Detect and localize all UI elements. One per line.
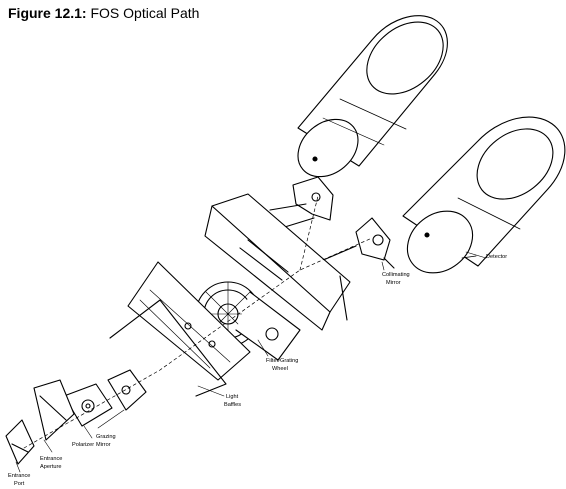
label-entrance-port-1: Entrance [8,473,30,479]
light-baffles [109,261,251,397]
label-grazing-mirror-1: Grazing [96,434,116,440]
callout-labels: Detector Collimating Mirror Filter/Grati… [8,254,507,487]
label-collimating-mirror-1: Collimating [382,272,410,278]
label-polarizer: Polarizer [72,442,94,448]
entrance-port [5,419,35,465]
figure-title: FOS Optical Path [90,5,200,21]
label-entrance-aperture-1: Entrance [40,456,62,462]
lower-detector-cylinder [402,116,566,274]
polarizer [63,383,113,427]
optical-bench-plate [204,193,351,331]
label-entrance-port-2: Port [14,481,25,487]
leader-lines [15,251,487,473]
label-grazing-mirror-2: Mirror [96,442,111,448]
optical-path-line [23,195,373,449]
label-light-baffles-2: Baffles [224,402,241,408]
grazing-mirror [107,369,147,411]
figure-number: Figure 12.1: [8,5,87,21]
label-filter-grating-1: Filter/Grating [266,358,298,364]
label-filter-grating-2: Wheel [272,366,288,372]
upper-detector-mount [261,176,334,235]
label-light-baffles-1: Light [226,394,239,400]
entrance-aperture [33,379,75,441]
figure-caption: Figure 12.1: FOS Optical Path [8,5,199,21]
label-entrance-aperture-2: Aperture [40,464,61,470]
upper-detector-cylinder [297,15,448,178]
label-collimating-mirror-2: Mirror [386,280,401,286]
label-detector: Detector [486,254,507,260]
